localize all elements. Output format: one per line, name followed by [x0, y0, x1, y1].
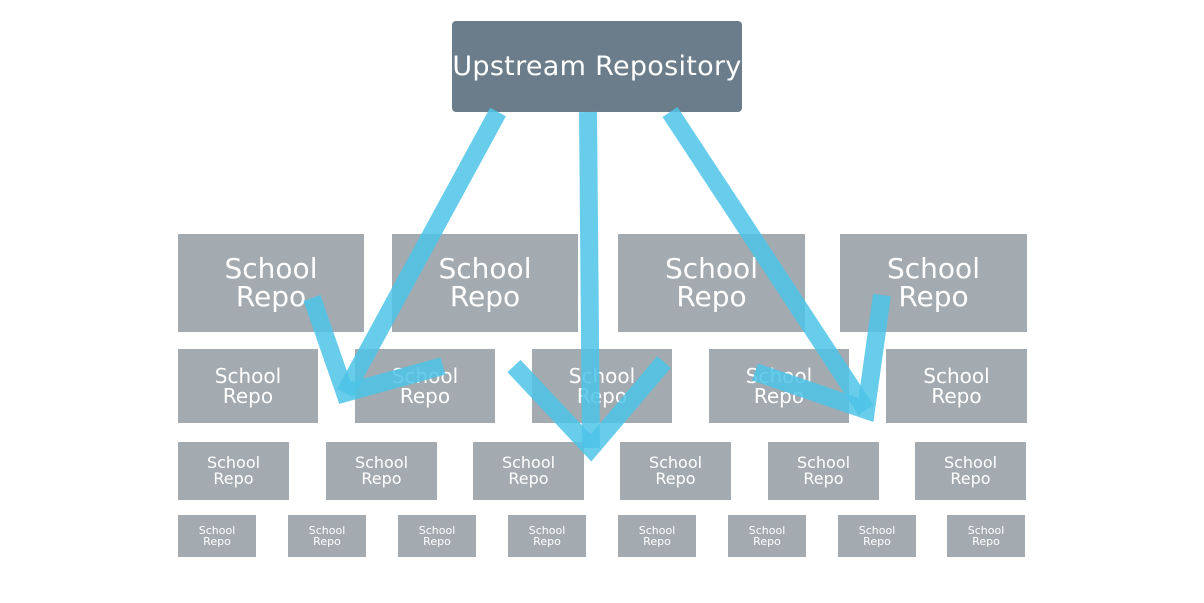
- school-repo-label-line1: School: [967, 524, 1005, 537]
- school-repo-label-line1: School: [665, 252, 758, 285]
- school-repo-label-line2: Repo: [676, 280, 747, 313]
- school-repo-label-line2: Repo: [235, 280, 307, 313]
- school-repo-label-line2: Repo: [643, 535, 671, 548]
- school-repo-label-line1: School: [638, 524, 676, 537]
- upstream-repository-box: Upstream Repository: [452, 21, 742, 112]
- school-repo-label-line2: Repo: [213, 469, 254, 488]
- school-repo-label-line2: Repo: [222, 384, 274, 408]
- school-repo-label-line1: School: [923, 364, 990, 388]
- school-repo-label-line1: School: [354, 453, 409, 472]
- arrow-center-head: [507, 356, 671, 462]
- school-repo-label-line2: Repo: [313, 535, 341, 548]
- arrow-left-shaft: [337, 107, 506, 398]
- school-repo-label-line2: Repo: [898, 280, 969, 313]
- school-repo-label-line1: School: [748, 524, 786, 537]
- school-repo-label-line2: Repo: [399, 384, 451, 408]
- school-repo-label-line2: Repo: [533, 535, 561, 548]
- school-repo-label-line1: School: [224, 252, 318, 285]
- arrow-center-shaft: [579, 111, 600, 449]
- school-repo-label-line1: School: [418, 524, 456, 537]
- school-repo-label-line1: School: [198, 524, 236, 537]
- arrow-right-shaft: [662, 107, 874, 415]
- school-repo-label-line1: School: [501, 453, 556, 472]
- school-repo-label-line1: School: [858, 524, 896, 537]
- upstream-repository-label: Upstream Repository: [452, 51, 742, 82]
- arrow-left-head: [303, 295, 446, 404]
- school-repo-label-line1: School: [214, 364, 282, 388]
- school-repo-label-line2: Repo: [931, 384, 982, 408]
- school-repo-label-line2: Repo: [655, 469, 696, 488]
- school-repo-label-line1: School: [206, 453, 261, 472]
- school-repo-label-line2: Repo: [203, 535, 231, 548]
- arrow-right-head: [752, 293, 891, 423]
- school-repo-label-line1: School: [438, 252, 532, 285]
- school-repo-label-line2: Repo: [508, 469, 549, 488]
- school-repo-label-line1: School: [648, 453, 703, 472]
- school-repo-label-line2: Repo: [423, 535, 451, 548]
- school-repo-label-line2: Repo: [803, 469, 844, 488]
- school-repo-label-line1: School: [308, 524, 346, 537]
- school-repo-label-line2: Repo: [972, 535, 1000, 548]
- school-repo-label-line2: Repo: [863, 535, 891, 548]
- school-repo-label-line1: School: [943, 453, 998, 472]
- school-repo-label-line2: Repo: [950, 469, 991, 488]
- school-repo-label-line2: Repo: [753, 535, 781, 548]
- school-repo-label-line2: Repo: [361, 469, 402, 488]
- school-repo-label-line2: Repo: [449, 280, 521, 313]
- school-repo-label-line1: School: [887, 252, 980, 285]
- school-repo-label-line1: School: [796, 453, 851, 472]
- school-repo-label-line1: School: [528, 524, 566, 537]
